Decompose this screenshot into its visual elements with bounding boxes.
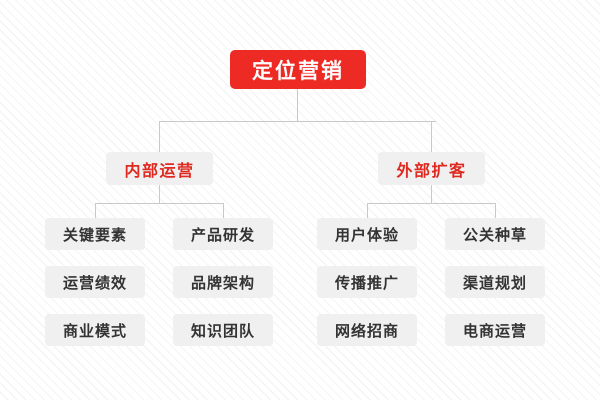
leaf-node[interactable]: 用户体验 xyxy=(317,218,417,250)
leaf-node-label: 电商运营 xyxy=(462,321,527,340)
leaf-node-label: 知识团队 xyxy=(190,321,255,340)
leaf-node[interactable]: 公关种草 xyxy=(445,218,545,250)
connector-root-bus xyxy=(159,121,436,122)
connector-branch-right-to-col-0 xyxy=(367,203,368,218)
connector-branch-right-bus xyxy=(367,203,495,204)
leaf-node-label: 运营绩效 xyxy=(62,273,127,292)
branch-node-external-expansion[interactable]: 外部扩客 xyxy=(378,152,485,185)
connector-branch-left-bus xyxy=(95,203,223,204)
leaf-node[interactable]: 电商运营 xyxy=(445,314,545,346)
connector-root-stem xyxy=(297,89,298,121)
leaf-node-label: 品牌架构 xyxy=(190,273,255,292)
leaf-node[interactable]: 关键要素 xyxy=(45,218,145,250)
leaf-node-label: 渠道规划 xyxy=(462,273,527,292)
leaf-node-label: 网络招商 xyxy=(334,321,399,340)
connector-root-to-branch-left xyxy=(159,121,160,152)
leaf-node[interactable]: 商业模式 xyxy=(45,314,145,346)
connector-branch-left-to-col-1 xyxy=(223,203,224,218)
leaf-node-label: 商业模式 xyxy=(62,321,127,340)
connector-branch-right-stem xyxy=(431,185,432,203)
leaf-node-label: 传播推广 xyxy=(334,273,399,292)
connector-root-to-branch-right xyxy=(431,121,432,152)
branch-node-internal-operations[interactable]: 内部运营 xyxy=(106,152,213,185)
leaf-node-label: 关键要素 xyxy=(62,225,127,244)
connector-branch-left-to-col-0 xyxy=(95,203,96,218)
leaf-node-label: 产品研发 xyxy=(190,225,255,244)
root-node-label: 定位营销 xyxy=(252,58,344,83)
connector-branch-left-stem xyxy=(159,185,160,203)
leaf-node[interactable]: 传播推广 xyxy=(317,266,417,298)
leaf-node[interactable]: 产品研发 xyxy=(173,218,273,250)
leaf-node[interactable]: 品牌架构 xyxy=(173,266,273,298)
branch-node-label: 外部扩客 xyxy=(396,160,467,180)
leaf-node-label: 公关种草 xyxy=(462,225,527,244)
leaf-node[interactable]: 渠道规划 xyxy=(445,266,545,298)
leaf-node-label: 用户体验 xyxy=(334,225,399,244)
leaf-node[interactable]: 知识团队 xyxy=(173,314,273,346)
root-node-positioning-marketing[interactable]: 定位营销 xyxy=(230,50,366,89)
connector-branch-right-to-col-1 xyxy=(495,203,496,218)
leaf-node[interactable]: 运营绩效 xyxy=(45,266,145,298)
branch-node-label: 内部运营 xyxy=(124,160,195,180)
leaf-node[interactable]: 网络招商 xyxy=(317,314,417,346)
